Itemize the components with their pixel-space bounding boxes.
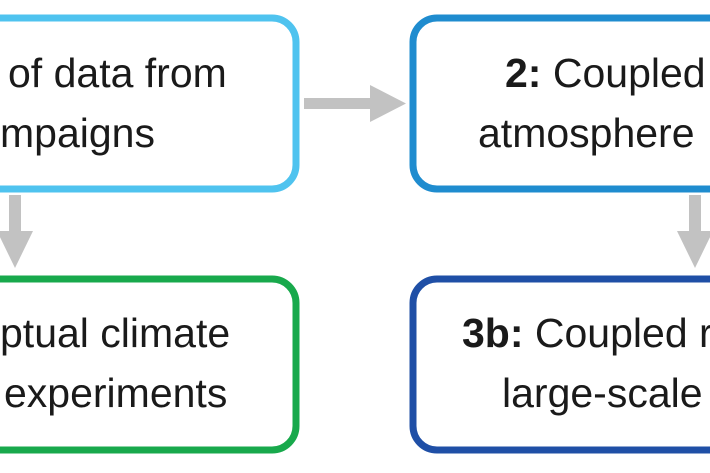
box-1-line-2: mpaigns [0,110,155,156]
box-2-label-text: Coupled [541,50,705,96]
box-3b [409,275,710,454]
box-3a-line-1: ptual climate [0,310,230,356]
box-2 [409,14,710,193]
box-3b-line-2: large-scale [502,370,703,416]
box-3b-line-1: 3b: Coupled r [462,310,710,356]
box-3b-label-text: Coupled r [524,310,710,356]
box-3a [0,275,300,454]
box-1 [0,14,300,193]
box-3a-line-2: experiments [4,370,227,416]
arrow-box1-to-box3a [0,195,33,268]
arrow-box1-to-box2 [304,85,406,122]
box-1-line-1: of data from [8,50,227,96]
arrow-box2-to-box3b [677,195,710,268]
box-2-line-1: 2: Coupled [505,50,706,96]
box-2-line-2: atmosphere [478,110,695,156]
box-3b-label-bold: 3b: [462,310,524,356]
box-2-label-bold: 2: [505,50,541,96]
